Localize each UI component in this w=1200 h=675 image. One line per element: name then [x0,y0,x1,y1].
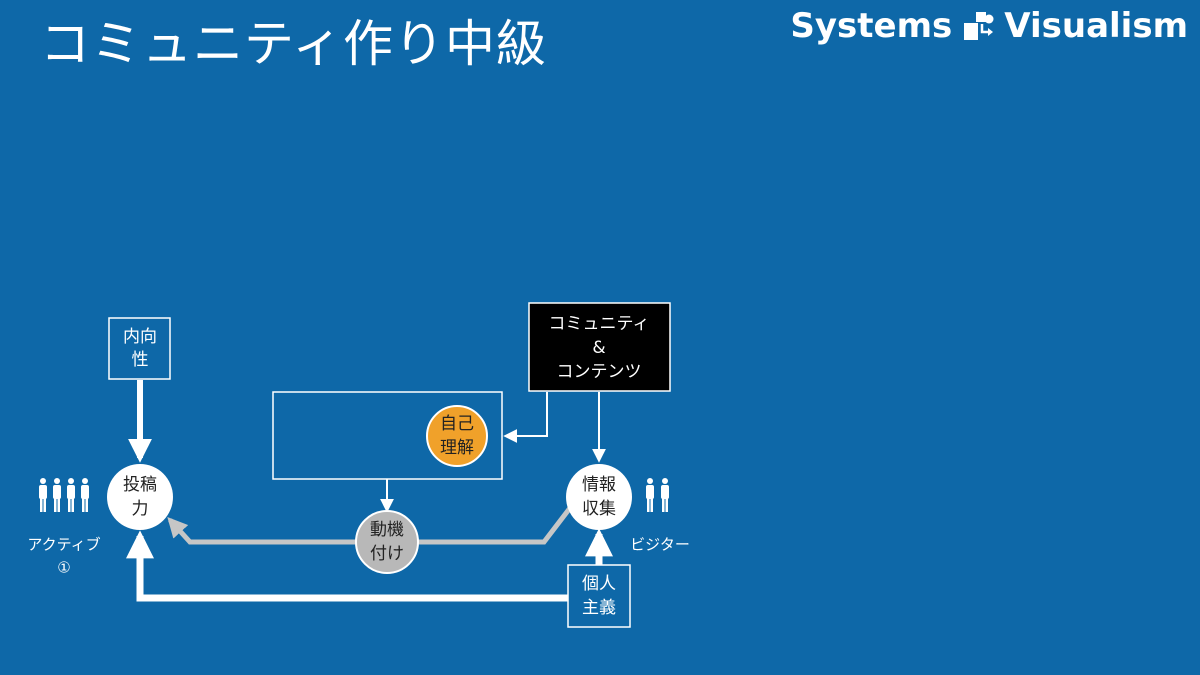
arrow-individualism-to-posting [126,530,568,602]
individualism-box [567,564,631,628]
active-label-1: アクティブ [27,536,100,554]
brand-text-right: Visualism [1004,6,1188,46]
brand-logo: Systems Visualism [790,4,1188,48]
community-contents-label-2: & [592,338,605,358]
group-of-four-people-icon [39,478,89,512]
self-understanding-label-1: 自己 [440,414,474,434]
posting-label-1: 投稿 [123,475,157,495]
posting-node [107,464,173,530]
individualism-label-1: 個人 [582,574,616,594]
self-understanding-node [426,405,488,467]
self-understanding-container [272,391,503,480]
motivation-label-1: 動機 [370,520,404,540]
community-contents-box [528,302,671,392]
connected-squares-icon [964,12,994,40]
active-label-2: ① [57,559,70,577]
introversion-box [108,317,171,380]
introversion-label-1: 内向 [123,327,157,347]
information-gathering-node [566,464,632,530]
self-understanding-label-2: 理解 [440,438,474,458]
information-gathering-label-2: 収集 [582,499,616,519]
community-contents-label-1: コミュニティ [549,314,650,334]
individualism-label-2: 主義 [582,598,616,618]
information-gathering-label-1: 情報 [582,475,616,495]
arrow-community-to-self-understanding [503,392,548,443]
pair-of-people-icon [646,478,669,512]
visitor-label: ビジター [630,536,690,554]
slide-title: コミュニティ作り中級 [40,15,547,73]
introversion-label-2: 性 [132,350,149,370]
brand-text-left: Systems [790,6,953,46]
motivation-label-2: 付け [370,544,404,564]
community-contents-label-3: コンテンツ [557,362,642,382]
posting-label-2: 力 [132,499,149,519]
motivation-node [355,510,419,574]
